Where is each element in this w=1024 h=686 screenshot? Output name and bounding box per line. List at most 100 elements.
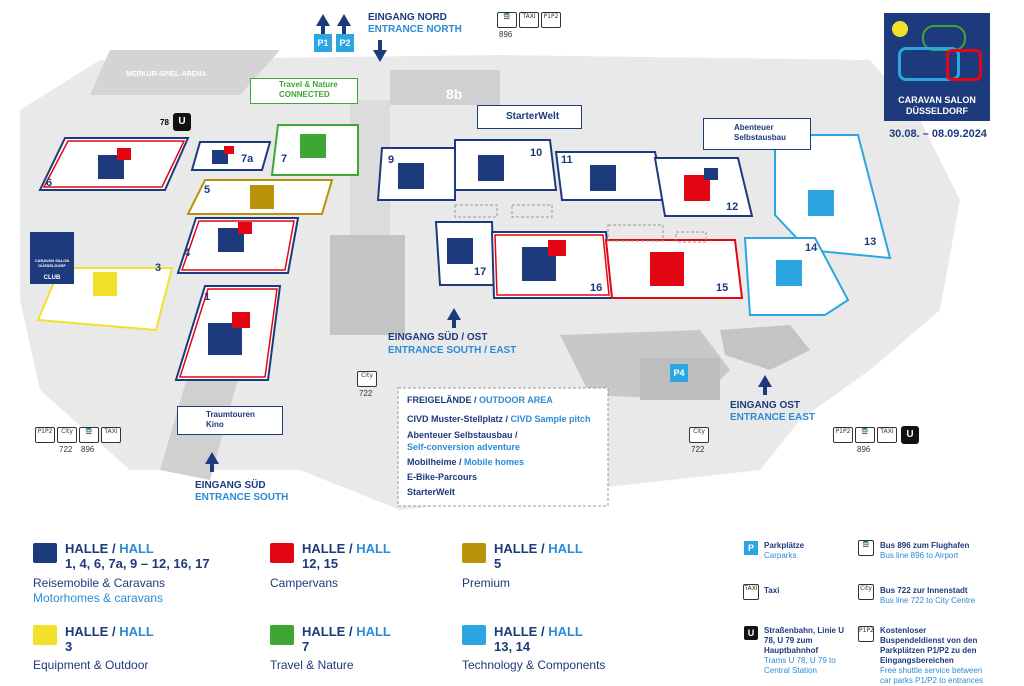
bus-east-896-label: 896 — [857, 445, 871, 454]
legend-group-1-title: HALLE / HALL — [65, 541, 154, 556]
shuttle-icon-north: P1P2 — [541, 12, 561, 28]
hall-7-travel-icon — [300, 134, 326, 158]
entrance-south-east-de: EINGANG SÜD / OST — [388, 332, 488, 343]
starterwelt-label: StarterWelt — [506, 111, 560, 122]
outdoor-item-1: CIVD Muster-Stellplatz / CIVD Sample pit… — [407, 414, 591, 424]
travel-nature-box: Travel & Nature CONNECTED — [250, 78, 358, 104]
hall-10-motorhome-icon — [478, 155, 504, 181]
entrance-north-en: ENTRANCE NORTH — [368, 24, 462, 35]
tram-icon: U — [173, 113, 191, 131]
parking-p1: P1 — [314, 34, 332, 52]
bus-south-722-label: 722 — [59, 445, 73, 454]
legend-group-3-desc: Premium — [462, 576, 511, 590]
entrance-arrows — [205, 14, 772, 472]
legend-group-4-halls: 3 — [65, 639, 73, 654]
logo-caravan-icon — [898, 47, 960, 81]
tram-stop-label: 78 — [160, 118, 169, 127]
legend-travel-icon — [270, 625, 294, 645]
legend-group-2-halls: 12, 15 — [302, 556, 339, 571]
legend-group-5-halls: 7 — [302, 639, 310, 654]
event-dates: 30.08. – 08.09.2024 — [889, 128, 987, 140]
hall-14-number: 14 — [805, 242, 818, 254]
tower-building — [330, 235, 405, 335]
parking-legend-icon: P — [744, 541, 758, 555]
abenteuer-line1: Abenteuer — [734, 123, 774, 132]
bus-icon-south-722: City — [57, 427, 77, 443]
entrance-east-en: ENTRANCE EAST — [730, 412, 816, 423]
hall-14-tech-icon — [776, 260, 802, 286]
hall-7-number: 7 — [281, 153, 287, 165]
club-logo — [30, 232, 74, 284]
outdoor-title-de: FREIGELÄNDE — [407, 395, 472, 405]
hall-1-number: 1 — [204, 291, 210, 303]
legend-group-6-halls: 13, 14 — [494, 639, 531, 654]
shuttle-icon-south: P1P2 — [35, 427, 55, 443]
outdoor-area-box — [397, 387, 609, 507]
hall-5-number: 5 — [204, 184, 210, 196]
entrance-south-en: ENTRANCE SOUTH — [195, 492, 289, 503]
hall-3-equipment-icon — [93, 272, 117, 296]
bus-icon-east-896: 🚍 — [855, 427, 875, 443]
hall-8b-label: 8b — [446, 86, 463, 102]
hall-16-campervan-icon — [548, 240, 566, 256]
club-logo-text: CARAVAN SALON DÜSSELDORF — [34, 258, 70, 268]
hall-11-motorhome-icon — [590, 165, 616, 191]
entrance-south-east-en: ENTRANCE SOUTH / EAST — [388, 345, 517, 356]
bus-north-label: 896 — [499, 30, 513, 39]
bus-icon-east-722: City — [689, 427, 709, 443]
bus-east-722-label: 722 — [691, 445, 705, 454]
hall-17-number: 17 — [474, 266, 486, 278]
parking-p2: P2 — [336, 34, 354, 52]
taxi-icon-east: TAXI — [877, 427, 897, 443]
outdoor-item-2-en: Self-conversion adventure — [407, 442, 521, 452]
bus-896-legend-icon: 🚍 — [858, 540, 874, 556]
tram-icon-east: U — [901, 426, 919, 444]
hall-17-motorhome-icon — [447, 238, 473, 264]
legend-tram: Straßenbahn, Linie U 78, U 79 zum Hauptb… — [764, 626, 845, 675]
outdoor-item-3: Mobilheime / Mobile homes — [407, 457, 525, 467]
legend-equipment-icon — [33, 625, 57, 645]
legend-technology-icon — [462, 625, 486, 645]
hall-15-campervan-icon — [650, 252, 684, 286]
hall-12-number: 12 — [726, 201, 738, 213]
legend-campervan-icon — [270, 543, 294, 563]
outdoor-item-5: StarterWelt — [407, 487, 455, 497]
bus-south-east-label: 722 — [359, 389, 373, 398]
shuttle-icon-east: P1P2 — [833, 427, 853, 443]
legend-group-3-title: HALLE / HALL — [494, 541, 583, 556]
hall-3-number: 3 — [155, 262, 161, 274]
hall-16-number: 16 — [590, 282, 602, 294]
outdoor-title-en: OUTDOOR AREA — [479, 395, 553, 405]
logo-van-icon — [946, 49, 982, 81]
legend-group-2-title: HALLE / HALL — [302, 541, 391, 556]
hall-10-number: 10 — [530, 147, 542, 159]
taxi-legend-icon: TAXI — [743, 584, 759, 600]
hall-6-campervan-icon — [117, 148, 131, 160]
arena-label: MERKUR-SPIEL-ARENA — [126, 71, 207, 78]
legend-shuttle: Kostenloser Buspendeldienst von den Park… — [880, 626, 984, 685]
hall-13-number: 13 — [864, 236, 876, 248]
legend-group-4-desc: Equipment & Outdoor — [33, 658, 149, 672]
abenteuer-box: Abenteuer Selbstausbau — [703, 118, 811, 150]
bus-722-legend-icon: City — [858, 584, 874, 600]
logo-line2: DÜSSELDORF — [905, 106, 968, 116]
entrance-south-de: EINGANG SÜD — [195, 480, 266, 491]
hall-9-number: 9 — [388, 154, 394, 166]
hall-8b-shape — [390, 70, 500, 105]
tram-legend-icon: U — [744, 626, 758, 640]
parking-p4: P4 — [670, 364, 688, 382]
taxi-icon-south: TAXI — [101, 427, 121, 443]
hall-1-motorhome-icon — [208, 323, 242, 355]
hall-7a[interactable] — [190, 141, 272, 171]
hall-15-number: 15 — [716, 282, 728, 294]
shuttle-legend-icon: P1P2 — [858, 626, 874, 642]
bus-icon-south-east: City — [357, 371, 377, 387]
outdoor-title: FREIGELÄNDE / OUTDOOR AREA — [407, 395, 553, 405]
hall-9-motorhome-icon — [398, 163, 424, 189]
outdoor-item-2: Abenteuer Selbstausbau / — [407, 430, 518, 440]
logo-line1: CARAVAN SALON — [898, 95, 976, 105]
